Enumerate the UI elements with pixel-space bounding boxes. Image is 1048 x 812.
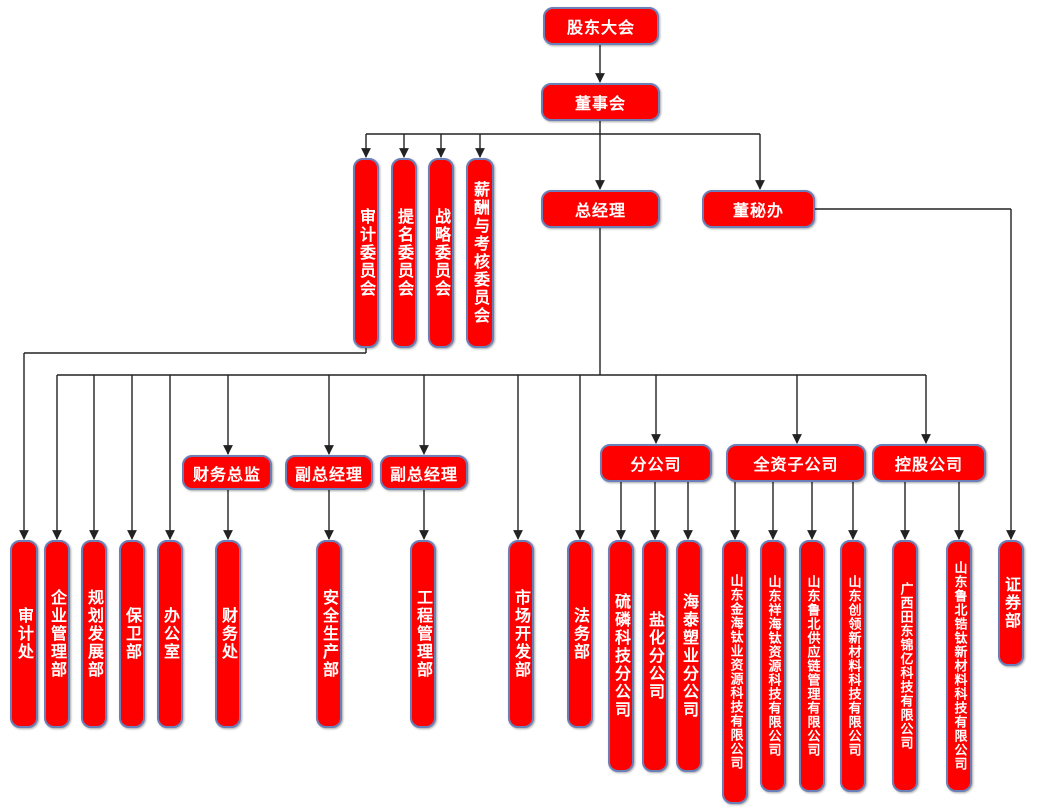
subsidiary-box-4: 山东创领新材料科技有限公司 xyxy=(840,540,866,792)
vp-box-2: 副总经理 xyxy=(380,455,468,490)
holding-box-2: 山东鲁北锆钛新材料科技有限公司 xyxy=(946,540,972,792)
planning-department-box: 规划发展部 xyxy=(81,540,107,728)
market-development-department-box: 市场开发部 xyxy=(508,540,534,728)
vp-box-1: 副总经理 xyxy=(285,455,373,490)
shareholders-box: 股东大会 xyxy=(543,7,659,45)
engineering-management-department-box: 工程管理部 xyxy=(410,540,436,728)
board-secretary-office-box: 董秘办 xyxy=(702,190,815,228)
subsidiary-box-1: 山东金海钛业资源科技有限公司 xyxy=(722,540,748,804)
safety-production-department-box: 安全生产部 xyxy=(316,540,342,728)
cfo-box: 财务总监 xyxy=(182,455,272,490)
audit-department-box: 审计处 xyxy=(10,540,38,728)
office-box: 办公室 xyxy=(157,540,183,728)
ceo-box: 总经理 xyxy=(541,190,660,228)
subsidiary-box-2: 山东祥海钛资源科技有限公司 xyxy=(760,540,786,792)
nomination-committee-box: 提名委员会 xyxy=(391,158,417,348)
wholly-owned-subsidiary-box: 全资子公司 xyxy=(726,444,866,482)
branch-box-1: 硫磷科技分公司 xyxy=(608,540,634,772)
branch-company-box: 分公司 xyxy=(600,444,712,482)
board-box: 董事会 xyxy=(541,83,660,121)
holding-company-box: 控股公司 xyxy=(872,444,986,482)
security-department-box: 保卫部 xyxy=(119,540,145,728)
branch-box-2: 盐化分公司 xyxy=(642,540,668,772)
audit-committee-box: 审计委员会 xyxy=(353,158,379,348)
legal-department-box: 法务部 xyxy=(567,540,593,728)
enterprise-management-department-box: 企业管理部 xyxy=(44,540,70,728)
branch-box-3: 海泰塑业分公司 xyxy=(676,540,702,772)
securities-department-box: 证券部 xyxy=(998,540,1024,666)
subsidiary-box-3: 山东鲁北供应链管理有限公司 xyxy=(799,540,825,792)
remuneration-committee-box: 薪酬与考核委员会 xyxy=(466,158,494,348)
holding-box-1: 广西田东锦亿科技有限公司 xyxy=(892,540,918,792)
finance-department-box: 财务处 xyxy=(215,540,241,728)
strategy-committee-box: 战略委员会 xyxy=(428,158,454,348)
